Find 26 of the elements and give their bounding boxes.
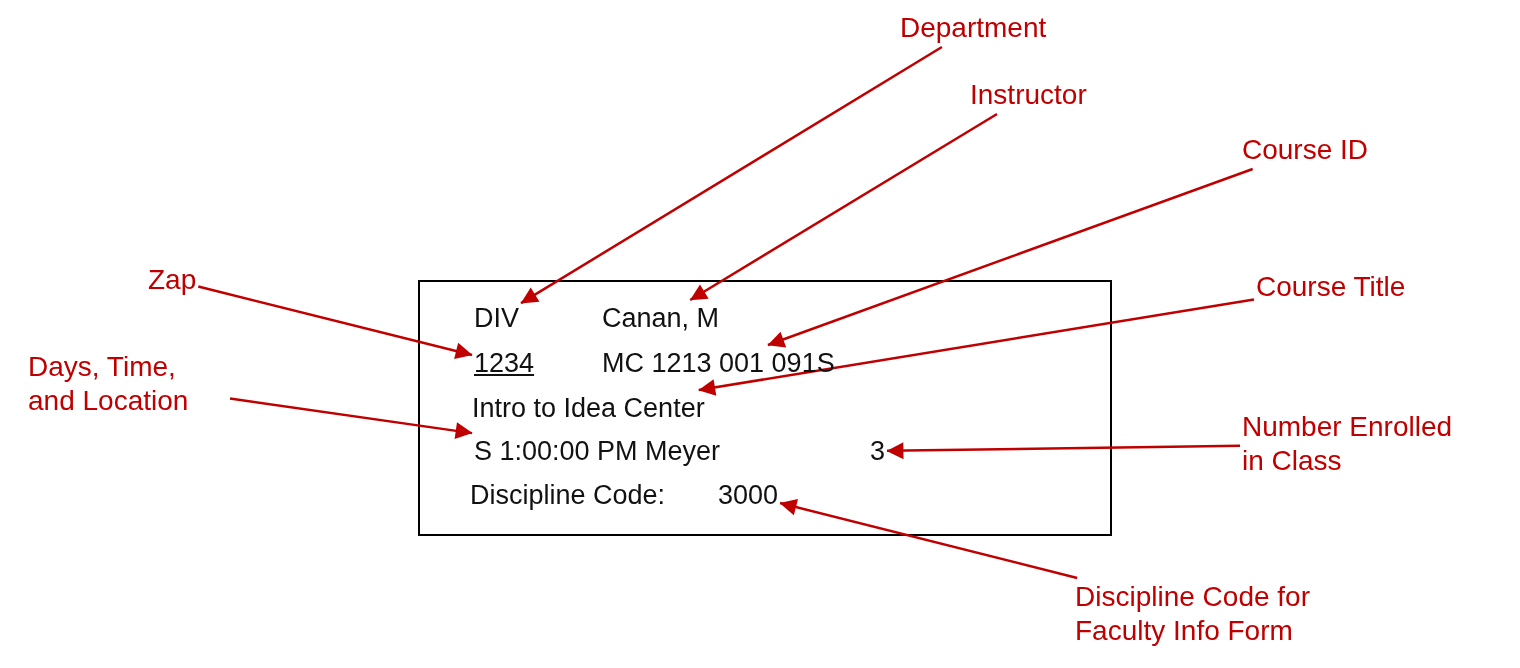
record-card	[418, 280, 1112, 536]
card-field-text: Canan, M	[602, 302, 720, 334]
callout-label: Days, Time, and Location	[28, 350, 228, 418]
leader-arrow	[197, 285, 473, 360]
card-field-text: Intro to Idea Center	[472, 392, 705, 424]
card-field-text: DIV	[474, 302, 519, 334]
card-field-text: 3	[870, 435, 886, 467]
callout-label: Department	[900, 11, 1047, 45]
card-field-text: MC 1213 001 091S	[602, 347, 835, 379]
callout-label: Course Title	[1256, 270, 1406, 304]
callout-label: Course ID	[1242, 133, 1369, 167]
callout-label: Number Enrolled in Class	[1242, 410, 1478, 478]
leader-arrow	[886, 442, 1240, 460]
callout-label: Zap	[148, 263, 197, 297]
leader-arrow	[520, 45, 943, 305]
callout-label: Discipline Code for Faculty Info Form	[1075, 580, 1365, 648]
callout-label: Instructor	[970, 78, 1087, 112]
leader-arrow	[767, 167, 1254, 348]
leader-arrow	[229, 397, 473, 439]
leader-arrow	[698, 298, 1255, 396]
card-field-text: S 1:00:00 PM Meyer	[474, 435, 721, 467]
leader-arrow	[689, 112, 998, 302]
card-field-text: 1234	[474, 347, 535, 379]
card-field-text: Discipline Code:	[470, 479, 666, 511]
card-field-text: 3000	[718, 479, 779, 511]
leader-arrow	[779, 499, 1078, 580]
